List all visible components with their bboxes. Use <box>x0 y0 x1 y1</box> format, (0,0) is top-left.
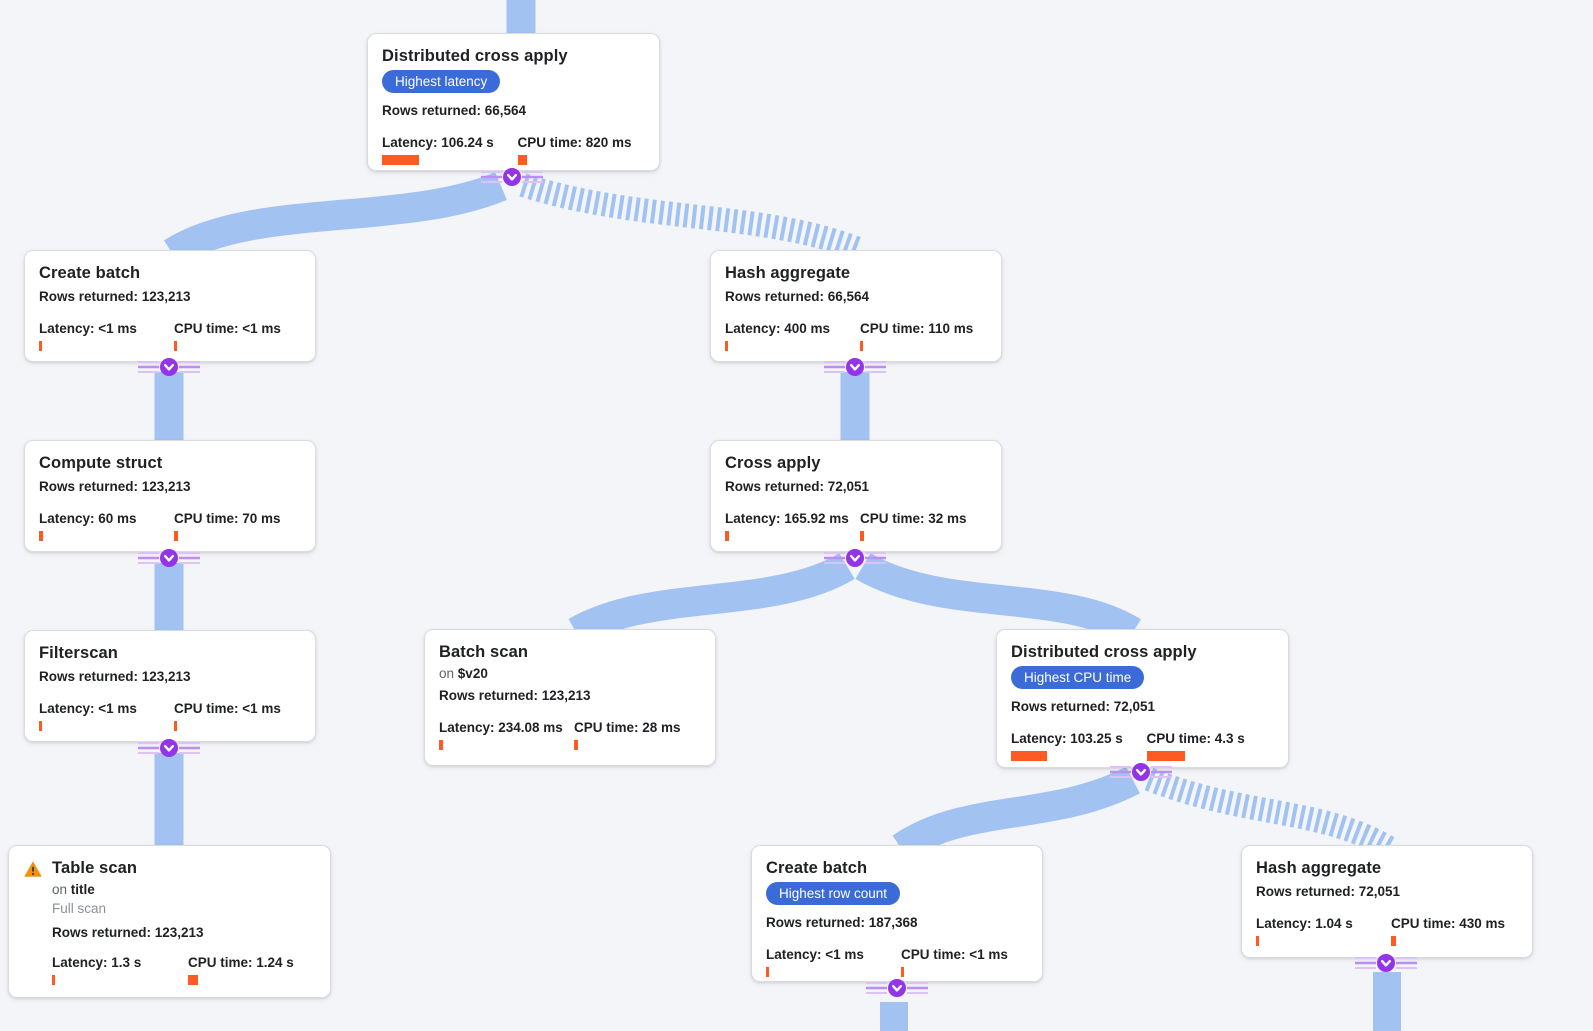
node-title: Create batch <box>766 859 868 877</box>
scan-target: on title <box>52 882 95 897</box>
rows-returned-label: Rows returned: 72,051 <box>1256 884 1401 899</box>
plan-node-compute-struct[interactable]: Compute struct Rows returned: 123,213 La… <box>24 440 316 552</box>
node-title: Create batch <box>39 264 141 282</box>
cpu-time-bar <box>860 531 864 541</box>
rows-returned-label: Rows returned: 123,213 <box>39 289 191 304</box>
plan-node-cross-apply[interactable]: Cross apply Rows returned: 72,051 Latenc… <box>710 440 1002 552</box>
flow-edge-striped <box>1144 767 1396 859</box>
cpu-time-bar <box>188 975 198 985</box>
node-title: Distributed cross apply <box>1011 643 1197 661</box>
latency-label: Latency: 234.08 ms <box>439 720 563 735</box>
cpu-time-label: CPU time: 28 ms <box>574 720 681 735</box>
rows-returned-label: Rows returned: 66,564 <box>382 103 527 118</box>
rows-returned-label: Rows returned: 123,213 <box>439 688 591 703</box>
latency-bar <box>39 341 42 351</box>
node-title: Hash aggregate <box>725 264 851 282</box>
latency-label: Latency: 400 ms <box>725 321 831 336</box>
cpu-time-bar <box>1391 936 1396 946</box>
cpu-time-label: CPU time: <1 ms <box>174 701 281 716</box>
plan-node-filterscan[interactable]: Filterscan Rows returned: 123,213 Latenc… <box>24 630 316 742</box>
latency-label: Latency: 106.24 s <box>382 135 494 150</box>
rows-returned-label: Rows returned: 66,564 <box>725 289 870 304</box>
latency-label: Latency: 60 ms <box>39 511 137 526</box>
latency-bar <box>39 531 43 541</box>
plan-node-hash-aggregate-2[interactable]: Hash aggregate Rows returned: 72,051 Lat… <box>1241 845 1533 958</box>
latency-bar <box>766 967 769 977</box>
latency-bar <box>1256 936 1259 946</box>
cpu-time-bar <box>517 155 527 165</box>
plan-node-create-batch-2[interactable]: Create batch Highest row count Rows retu… <box>751 845 1043 982</box>
highest-latency-badge: Highest latency <box>382 70 501 93</box>
cpu-time-label: CPU time: 1.24 s <box>188 955 294 970</box>
cpu-time-label: CPU time: 4.3 s <box>1146 731 1245 746</box>
latency-label: Latency: 103.25 s <box>1011 731 1123 746</box>
rows-returned-label: Rows returned: 72,051 <box>725 479 870 494</box>
latency-label: Latency: 1.3 s <box>52 955 142 970</box>
plan-node-distributed-cross-apply-top[interactable]: Distributed cross apply Highest latency … <box>367 33 660 171</box>
cpu-time-label: CPU time: 430 ms <box>1391 916 1506 931</box>
plan-node-table-scan[interactable]: Table scan on title Full scan Rows retur… <box>8 845 331 998</box>
rows-returned-label: Rows returned: 123,213 <box>39 669 191 684</box>
latency-bar <box>382 155 419 165</box>
latency-label: Latency: <1 ms <box>766 947 864 962</box>
highest-row-count-badge: Highest row count <box>766 882 901 905</box>
rows-returned-label: Rows returned: 72,051 <box>1011 699 1156 714</box>
node-title: Table scan <box>52 859 138 877</box>
cpu-time-label: CPU time: 820 ms <box>517 135 632 150</box>
plan-node-create-batch[interactable]: Create batch Rows returned: 123,213 Late… <box>24 250 316 362</box>
flow-edge <box>568 552 855 646</box>
plan-node-hash-aggregate-1[interactable]: Hash aggregate Rows returned: 66,564 Lat… <box>710 250 1002 362</box>
cpu-time-label: CPU time: <1 ms <box>901 947 1008 962</box>
cpu-time-bar <box>860 341 863 351</box>
latency-bar <box>1011 751 1047 761</box>
node-title: Compute struct <box>39 454 163 472</box>
cpu-time-label: CPU time: 70 ms <box>174 511 281 526</box>
cpu-time-label: CPU time: <1 ms <box>174 321 281 336</box>
latency-label: Latency: 1.04 s <box>1256 916 1353 931</box>
latency-label: Latency: <1 ms <box>39 701 137 716</box>
cpu-time-bar <box>901 967 904 977</box>
node-title: Batch scan <box>439 643 529 661</box>
scan-type-label: Full scan <box>52 901 107 916</box>
node-title: Filterscan <box>39 644 118 662</box>
node-title: Hash aggregate <box>1256 859 1382 877</box>
node-title: Distributed cross apply <box>382 47 568 65</box>
cpu-time-bar <box>574 740 578 750</box>
plan-node-distributed-cross-apply-2[interactable]: Distributed cross apply Highest CPU time… <box>996 629 1289 768</box>
flow-edge <box>855 552 1141 645</box>
cpu-time-label: CPU time: 32 ms <box>860 511 967 526</box>
flow-edge-striped <box>519 173 863 261</box>
rows-returned-label: Rows returned: 123,213 <box>39 479 191 494</box>
rows-returned-label: Rows returned: 123,213 <box>52 925 204 940</box>
scan-target: on $v20 <box>439 666 488 681</box>
latency-bar <box>39 721 42 731</box>
latency-label: Latency: 165.92 ms <box>725 511 849 526</box>
warning-icon <box>23 859 43 879</box>
flow-edge <box>163 172 507 266</box>
cpu-time-bar <box>174 341 177 351</box>
node-title: Cross apply <box>725 454 821 472</box>
latency-label: Latency: <1 ms <box>39 321 137 336</box>
latency-bar <box>439 740 443 750</box>
rows-returned-label: Rows returned: 187,368 <box>766 915 918 930</box>
highest-cpu-time-badge: Highest CPU time <box>1011 666 1145 689</box>
latency-bar <box>52 975 55 985</box>
flow-edge <box>892 766 1140 861</box>
cpu-time-label: CPU time: 110 ms <box>860 321 974 336</box>
cpu-time-bar <box>174 531 178 541</box>
latency-bar <box>725 531 729 541</box>
cpu-time-bar <box>1146 751 1185 761</box>
plan-node-batch-scan[interactable]: Batch scan on $v20 Rows returned: 123,21… <box>424 629 716 766</box>
cpu-time-bar <box>174 721 177 731</box>
latency-bar <box>725 341 728 351</box>
